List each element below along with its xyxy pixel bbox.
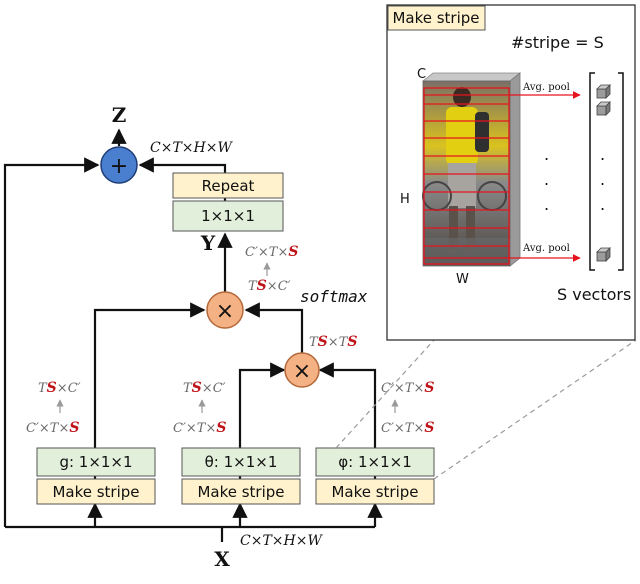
svg-text:.: . — [600, 145, 605, 164]
svg-text:C′×T×S: C′×T×S — [381, 420, 434, 436]
g-to-mul — [93, 302, 206, 448]
theta-conv-label: θ: 1×1×1 — [205, 453, 278, 471]
s-vectors-label: S vectors — [557, 285, 631, 304]
avg-pool-top-label: Avg. pool — [522, 82, 570, 93]
avg-pool-bottom-label: Avg. pool — [522, 243, 570, 254]
svg-text:C′×T×S: C′×T×S — [26, 420, 79, 436]
make-stripe-panel: Make stripe #stripe = S — [386, 4, 636, 341]
person-backpack — [475, 112, 489, 152]
output-dim-label: C×T×H×W — [150, 140, 233, 156]
svg-text:C′×T×S: C′×T×S — [381, 380, 434, 396]
svg-text:TS×TS: TS×TS — [309, 334, 358, 350]
zoom-lines — [335, 339, 637, 480]
add-node: + — [100, 146, 138, 184]
pooled-vector-cubes — [596, 84, 611, 262]
phi-stripe-box: Make stripe — [315, 478, 435, 505]
phi-shape-annotation: C′×T×S C′×T×S — [381, 380, 434, 436]
ellipsis-dots: . . . . . . — [544, 145, 605, 214]
mul-node-bottom: × — [284, 352, 320, 388]
person-head — [453, 87, 471, 107]
g-stripe-box: Make stripe — [36, 478, 156, 505]
svg-text:.: . — [600, 170, 605, 189]
svg-text:C′×T×S: C′×T×S — [245, 244, 298, 260]
vector-bracket — [589, 72, 624, 271]
svg-text:.: . — [544, 145, 549, 164]
phi-to-mul — [318, 362, 377, 448]
theta-conv-box: θ: 1×1×1 — [181, 447, 301, 477]
theta-shape-annotation: TS×C′ C′×T×S — [173, 380, 226, 436]
add-symbol: + — [110, 154, 128, 179]
theta-to-mul — [238, 362, 286, 448]
conv-y-box: 1×1×1 — [172, 200, 284, 232]
mul-symbol: × — [216, 299, 234, 324]
svg-text:.: . — [544, 170, 549, 189]
label-h: H — [400, 192, 410, 207]
phi-conv-label: φ: 1×1×1 — [338, 453, 411, 471]
z-label: Z — [112, 103, 127, 127]
stripe-count-label: #stripe = S — [511, 33, 604, 52]
svg-text:.: . — [544, 195, 549, 214]
repeat-label: Repeat — [202, 177, 255, 195]
flow-lines — [3, 128, 383, 542]
g-shape-annotation: TS×C′ C′×T×S — [26, 380, 81, 436]
y-shape-annotation: C′×T×S TS×C′ — [245, 244, 298, 294]
person-leg-right — [466, 206, 475, 254]
stripe-lines — [423, 87, 581, 265]
svg-text:.: . — [600, 195, 605, 214]
repeat-to-add — [138, 157, 227, 173]
g-conv-box: g: 1×1×1 — [36, 447, 156, 477]
input-dim-label: C×T×H×W — [240, 533, 323, 549]
affinity-shape-annotation: TS×TS — [309, 334, 358, 350]
person-shorts — [448, 163, 476, 208]
conv-y-label: 1×1×1 — [201, 207, 255, 225]
feature-volume — [421, 72, 522, 267]
label-w: W — [456, 272, 469, 287]
skip-connection — [3, 157, 100, 527]
theta-stripe-box: Make stripe — [181, 478, 301, 505]
repeat-box: Repeat — [172, 172, 284, 199]
theta-stripe-label: Make stripe — [197, 483, 284, 501]
mul-node-top: × — [206, 291, 244, 329]
label-c: C — [417, 67, 426, 82]
g-conv-label: g: 1×1×1 — [59, 453, 132, 471]
y-label: Y — [200, 231, 216, 255]
softmax-path — [244, 302, 304, 353]
mul-symbol: × — [293, 359, 311, 384]
ground — [423, 238, 510, 266]
x-label: X — [214, 547, 230, 571]
panel-title: Make stripe — [392, 9, 479, 27]
svg-text:TS×C′: TS×C′ — [183, 380, 226, 396]
phi-conv-box: φ: 1×1×1 — [315, 447, 435, 477]
person-leg-left — [449, 206, 458, 254]
softmax-label: softmax — [300, 287, 368, 306]
phi-stripe-label: Make stripe — [331, 483, 418, 501]
svg-text:C′×T×S: C′×T×S — [173, 420, 226, 436]
svg-text:TS×C′: TS×C′ — [248, 278, 291, 294]
svg-text:TS×C′: TS×C′ — [38, 380, 81, 396]
g-stripe-label: Make stripe — [52, 483, 139, 501]
